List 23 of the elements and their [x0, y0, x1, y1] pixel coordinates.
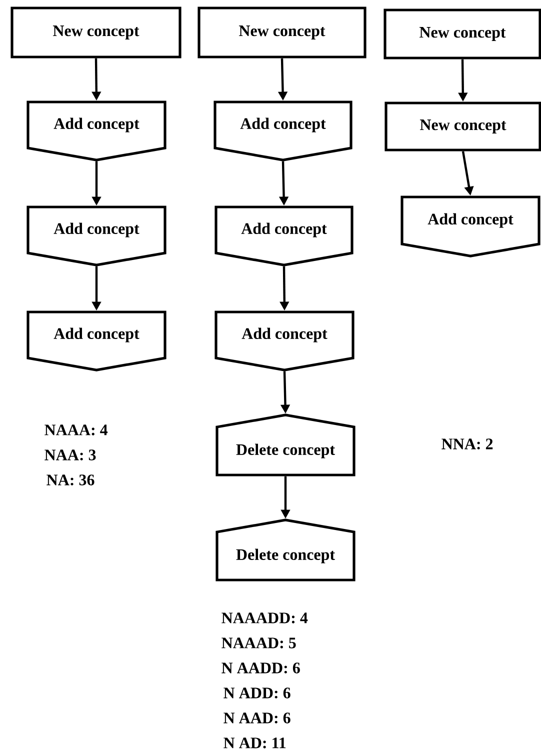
count-label: NAAA: 4 — [44, 424, 108, 436]
pentagon-box: Add concept — [26, 206, 166, 266]
count-label: N AADD: 6 — [222, 662, 300, 674]
count-label: NAAAD: 5 — [222, 638, 296, 648]
count-label: N AAD: 6 — [224, 712, 290, 724]
count-label: N AD: 11 — [224, 738, 286, 748]
count-label: NNA: 2 — [442, 438, 493, 450]
pentagon-box: Delete concept — [216, 518, 356, 582]
pentagon-box: Add concept — [26, 310, 166, 372]
pentagon-box: Add concept — [26, 100, 166, 162]
count-label: NA: 36 — [46, 474, 94, 486]
pentagon-box: Add concept — [400, 196, 540, 258]
pentagon-box: Add concept — [214, 206, 354, 266]
process-box: New concept — [198, 6, 366, 58]
pentagon-box: Delete concept — [216, 414, 356, 476]
process-box: New concept — [384, 102, 541, 152]
count-label: NAA: 3 — [44, 450, 96, 460]
count-label: NAAADD: 4 — [222, 612, 308, 624]
process-box: New concept — [10, 6, 182, 58]
pentagon-box: Add concept — [214, 100, 352, 162]
pentagon-box: Add concept — [214, 310, 354, 372]
count-label: N ADD: 6 — [224, 688, 290, 698]
process-box: New concept — [384, 8, 541, 60]
